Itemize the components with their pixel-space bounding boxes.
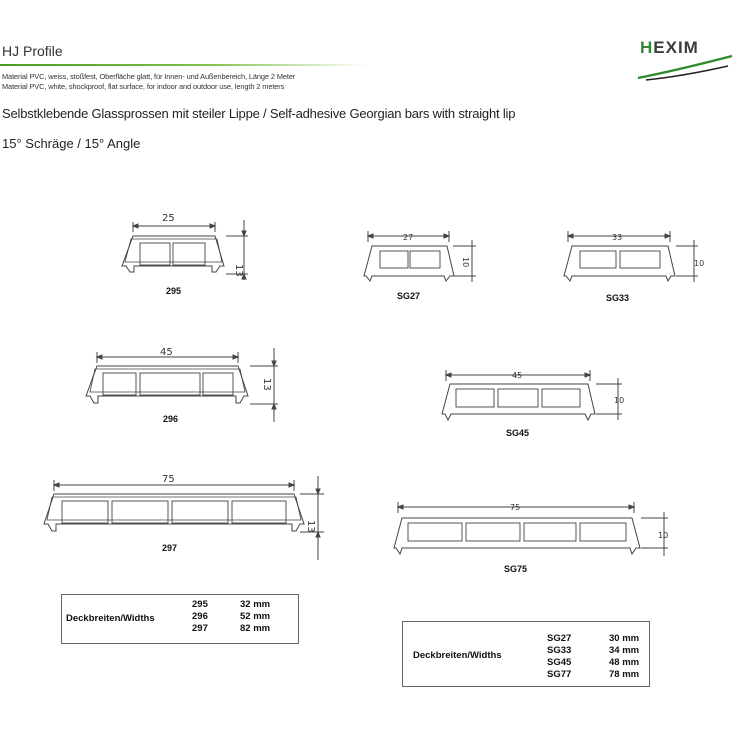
dim-SG75-width: 75 (510, 503, 520, 512)
label-296: 296 (163, 414, 178, 424)
header-divider (0, 64, 370, 66)
label-SG75: SG75 (504, 564, 527, 574)
label-SG27: SG27 (397, 291, 420, 301)
profile-297-drawing (43, 476, 324, 560)
label-295: 295 (166, 286, 181, 296)
profile-SG27-drawing (363, 231, 476, 282)
label-SG33: SG33 (606, 293, 629, 303)
angle-note: 15° Schräge / 15° Angle (2, 136, 141, 151)
dim-295-height: 13 (233, 264, 244, 277)
material-description-de: Material PVC, weiss, stoßfest, Oberfläch… (2, 72, 296, 81)
profile-296-drawing (85, 348, 278, 422)
profile-SG75-drawing (393, 502, 668, 556)
dim-SG27-width: 27 (403, 233, 413, 242)
dim-297-width: 75 (162, 474, 175, 485)
dim-297-height: 13 (305, 520, 316, 533)
profile-SG33-drawing (563, 231, 698, 283)
page-title: HJ Profile (2, 43, 63, 59)
material-description-en: Material PVC, white, shockproof, flat su… (2, 82, 285, 91)
hexim-logo: HEXIM (628, 34, 736, 86)
widths-table-label: Deckbreiten/Widths (66, 613, 155, 624)
dim-SG45-height: 10 (614, 396, 624, 405)
dim-295-width: 25 (162, 213, 175, 224)
dim-296-width: 45 (160, 347, 173, 358)
logo-wordmark: HEXIM (640, 38, 699, 57)
label-SG45: SG45 (506, 428, 529, 438)
dim-SG33-height: 10 (694, 259, 704, 268)
product-subtitle: Selbstklebende Glassprossen mit steiler … (2, 106, 516, 121)
profile-SG45-drawing (441, 370, 622, 422)
dim-296-height: 13 (261, 378, 272, 391)
profile-295-drawing (121, 220, 248, 280)
dim-SG27-height: 10 (461, 257, 470, 267)
dim-SG75-height: 10 (658, 531, 668, 540)
dim-SG33-width: 33 (612, 233, 622, 242)
widths-table-label: Deckbreiten/Widths (413, 650, 502, 661)
label-297: 297 (162, 543, 177, 553)
dim-SG45-width: 45 (512, 371, 522, 380)
logo-swoosh (637, 54, 733, 81)
